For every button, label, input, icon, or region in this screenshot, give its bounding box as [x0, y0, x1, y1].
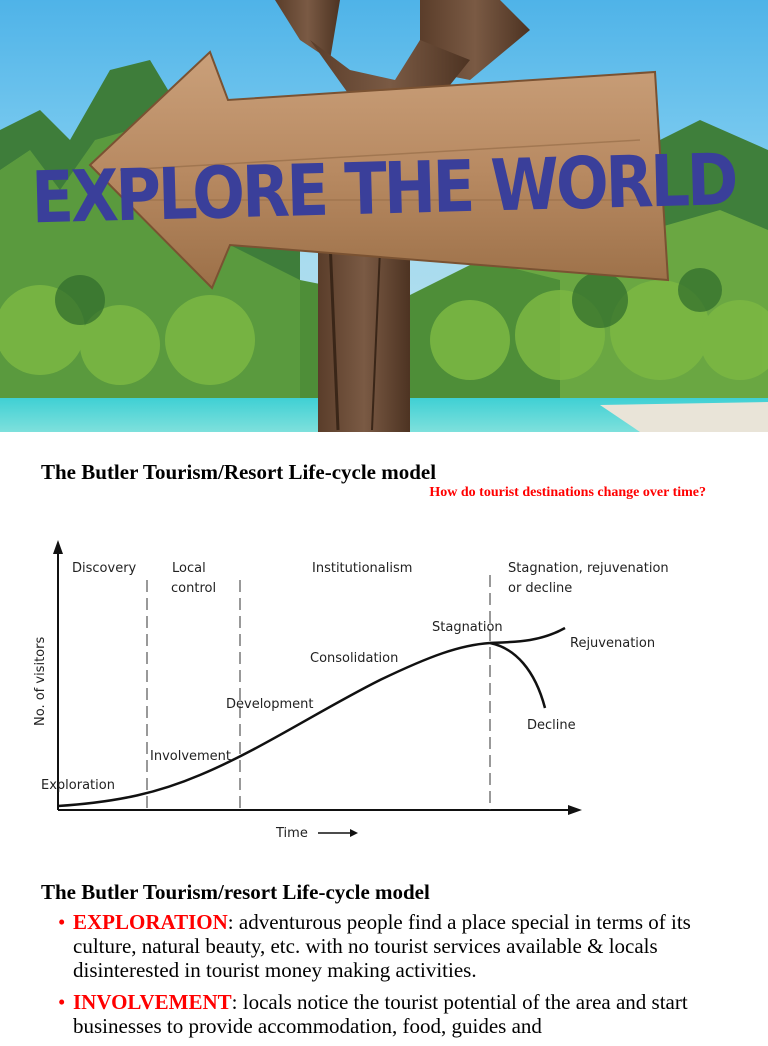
- stage-consolidation: Consolidation: [310, 651, 398, 666]
- sign-text: EXPLORE THE WORLD: [30, 138, 736, 240]
- section-title: The Butler Tourism/resort Life-cycle mod…: [41, 880, 430, 904]
- rejuvenation-curve: [489, 626, 566, 645]
- bullet-term: EXPLORATION: [73, 910, 228, 934]
- hero-photo: EXPLORE THE WORLD: [0, 0, 768, 432]
- bullet-dot: •: [58, 990, 66, 1014]
- stage-involvement: Involvement: [150, 749, 231, 764]
- stage-development: Development: [226, 697, 314, 712]
- stage-stagnation: Stagnation: [432, 620, 503, 635]
- x-axis-arrowhead: [568, 805, 582, 815]
- bullet-term: INVOLVEMENT: [73, 990, 232, 1014]
- lifecycle-diagram: Discovery Local control Institutionalism…: [33, 540, 669, 841]
- phase-institutionalism: Institutionalism: [312, 561, 412, 576]
- time-arrowhead: [350, 829, 358, 837]
- x-axis-label: Time: [275, 826, 308, 841]
- question-subtitle: How do tourist destinations change over …: [429, 485, 706, 500]
- stage-bullet-list: • EXPLORATION: adventurous people find a …: [58, 910, 718, 1046]
- hero-illustration: EXPLORE THE WORLD: [0, 0, 768, 432]
- stage-decline: Decline: [527, 718, 576, 733]
- decline-curve: [489, 641, 547, 709]
- y-axis-arrowhead: [53, 540, 63, 554]
- bullet-dot: •: [58, 910, 66, 934]
- bullet-involvement: •INVOLVEMENT: locals notice the tourist …: [58, 990, 718, 1038]
- bullet-text: : adventurous people find a place specia…: [73, 910, 691, 982]
- phase-local-control-line1: Local: [172, 561, 206, 576]
- phase-discovery: Discovery: [72, 561, 137, 576]
- page-title: The Butler Tourism/Resort Life-cycle mod…: [41, 460, 437, 484]
- bullet-exploration: • EXPLORATION: adventurous people find a …: [58, 910, 718, 982]
- phase-stagnation-line2: or decline: [508, 581, 572, 596]
- phase-stagnation-line1: Stagnation, rejuvenation: [508, 561, 669, 576]
- y-axis-label: No. of visitors: [33, 637, 48, 726]
- phase-local-control-line2: control: [171, 581, 216, 596]
- stage-rejuvenation: Rejuvenation: [570, 636, 655, 651]
- lifecycle-curve: [57, 641, 491, 808]
- stage-exploration: Exploration: [41, 778, 115, 793]
